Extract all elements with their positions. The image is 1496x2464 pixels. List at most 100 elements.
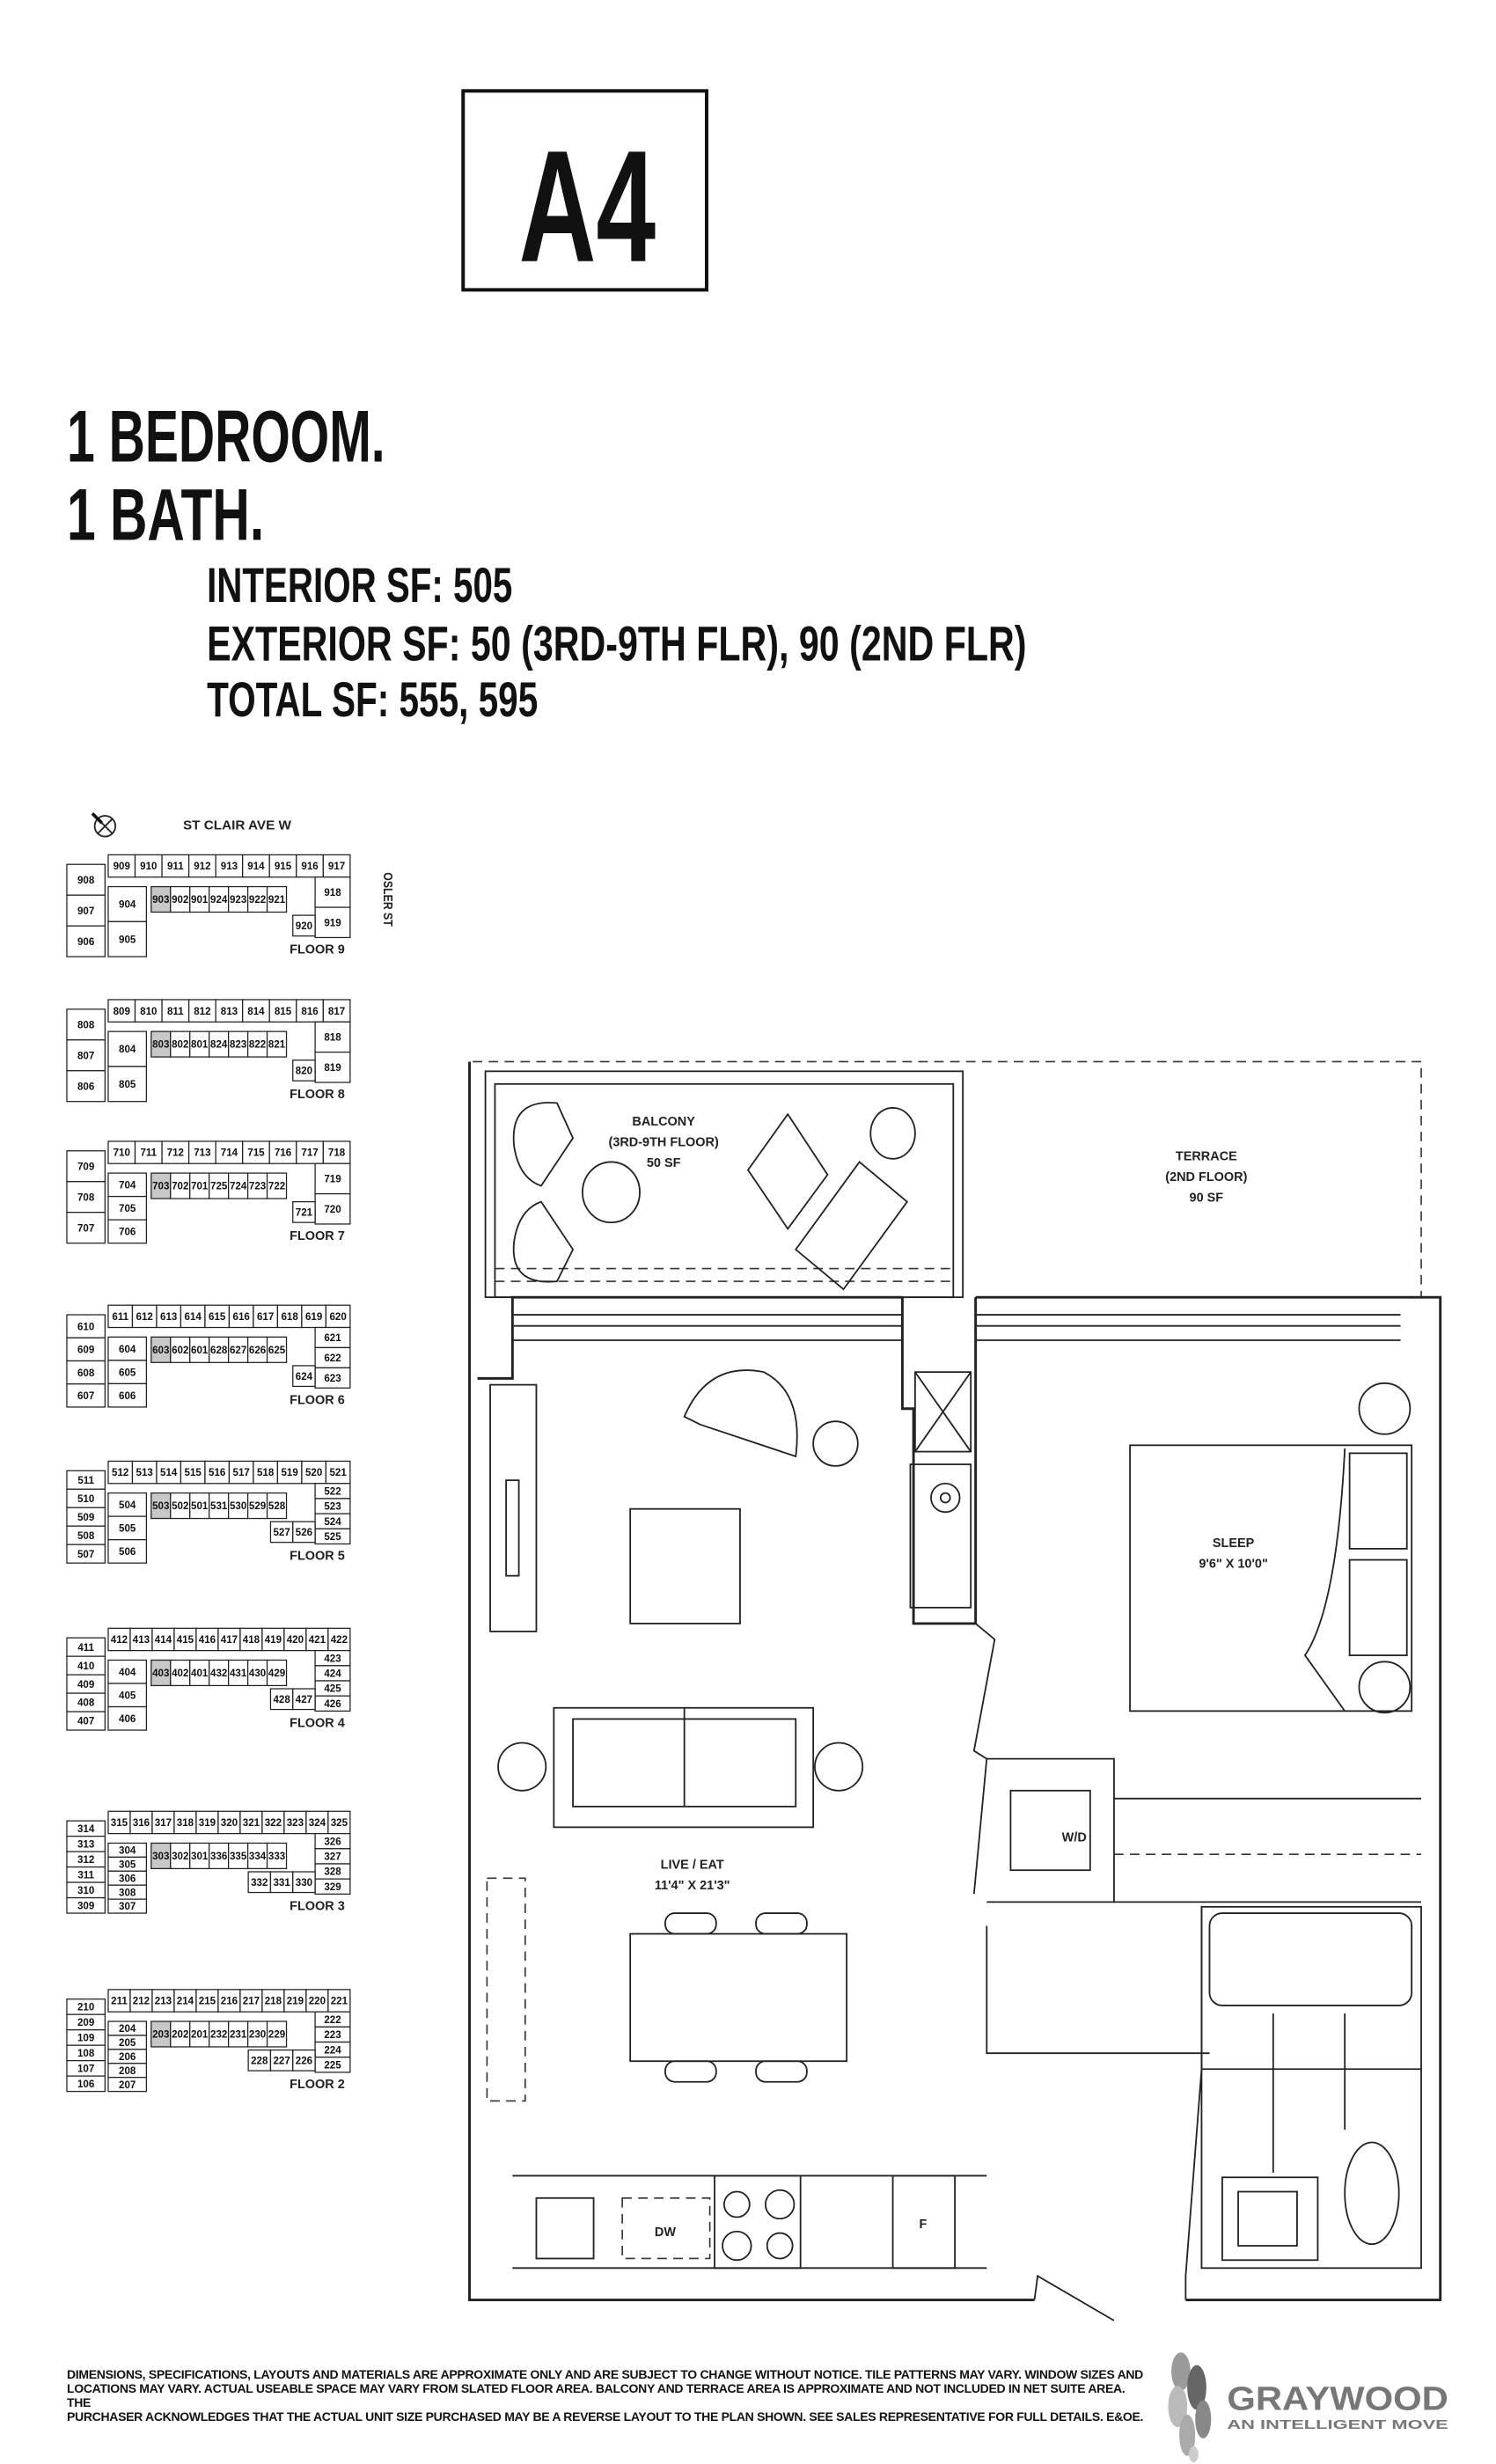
unit-number: 711 [140,1148,157,1159]
unit-number: 705 [119,1204,136,1214]
keyplan-unit [66,894,106,927]
keyplan-unit [173,1627,197,1652]
keyplan-unit [266,1659,288,1687]
unit-number: 218 [265,1997,282,2007]
unit-number: 202 [172,2030,188,2041]
unit-number: 824 [210,1040,228,1051]
unit-number: 514 [160,1468,178,1478]
unit-number: 808 [77,1020,95,1030]
keyplan-unit [173,1810,197,1835]
unit-number: 432 [210,1668,227,1679]
unit-number: 419 [265,1635,282,1646]
unit-number: 625 [268,1346,286,1356]
bath-count: 1 BATH. [67,473,264,555]
unit-number: 309 [77,1901,94,1911]
keyplan-unit [107,999,136,1023]
unit-number: 506 [119,1547,136,1558]
live-eat-label: LIVE / EAT [661,1858,724,1872]
bedroom-count: 1 BEDROOM. [67,396,385,478]
unit-number: 917 [328,862,345,872]
keyplan-unit [242,1140,270,1164]
unit-number: 315 [111,1818,128,1829]
dishwasher-label: DW [655,2226,676,2240]
unit-number: 305 [119,1860,136,1871]
unit-number: 311 [77,1870,94,1881]
terrace-floors: (2ND FLOOR) [1165,1170,1247,1184]
keyplan-unit [301,1460,327,1485]
keyplan-unit [66,863,106,896]
keyplan-unit [292,1688,316,1711]
keyplan-unit [204,1304,231,1329]
unit-number: 410 [77,1661,94,1672]
unit-number: 612 [136,1312,153,1323]
unit-number: 620 [329,1312,346,1323]
keyplan-unit [66,1070,106,1103]
unit-number: 304 [119,1846,136,1857]
unit-number: 231 [230,2030,247,2041]
unit-number: 212 [133,1997,150,2007]
armchair-icon [683,1369,798,1458]
balcony-label: BALCONY [632,1115,695,1129]
unit-number: 210 [77,2003,94,2013]
unit-number: 108 [77,2049,95,2059]
unit-number: 109 [77,2034,94,2044]
keyplan-unit [314,1021,351,1053]
unit-number: 411 [77,1643,94,1654]
unit-number: 214 [177,1997,194,2007]
keyplan-unit [292,1871,316,1894]
unit-number: 813 [221,1007,238,1017]
unit-number: 331 [273,1878,290,1888]
keyplan-unit [107,1219,148,1244]
unit-number: 621 [324,1333,341,1344]
unit-number: 310 [77,1886,94,1896]
unit-number: 510 [77,1494,94,1505]
unit-number: 530 [230,1501,246,1512]
unit-number: 107 [77,2064,94,2075]
unit-number: 912 [194,862,210,872]
unit-number: 226 [296,2056,313,2066]
unit-number: 229 [268,2030,285,2041]
unit-number: 330 [296,1878,312,1888]
lounge-chair-icon [512,1102,575,1187]
unit-number: 610 [77,1322,94,1332]
keyplan-unit [204,1460,231,1485]
unit-number: 907 [77,906,94,917]
unit-number: 616 [233,1312,251,1323]
keyplan-unit [161,854,190,878]
unit-number: 918 [324,888,341,898]
unit-number: 804 [119,1045,136,1055]
unit-number: 525 [324,1532,341,1543]
keyplan-unit [66,1150,106,1183]
unit-number: 823 [230,1040,247,1051]
floor-label: FLOOR 4 [290,1716,345,1730]
unit-number: 232 [210,2030,227,2041]
unit-number: 802 [172,1040,188,1051]
unit-number: 220 [309,1997,326,2007]
balcony-area: 50 SF [647,1156,681,1170]
unit-number: 227 [273,2056,290,2066]
keyplan-unit [266,2020,288,2048]
unit-number: 704 [119,1181,136,1192]
unit-number: 335 [230,1852,247,1862]
sleep-dims: 9'6" X 10'0" [1199,1558,1267,1572]
keyplan-unit [161,999,190,1023]
bathtub-icon [1208,1912,1413,2006]
unit-number: 334 [249,1852,267,1862]
unit-number: 706 [119,1228,136,1238]
keyplan-unit [296,999,324,1023]
keyplan-unit [107,1898,148,1914]
balcony: BALCONY (3RD-9TH FLOOR) 50 SF [484,1070,964,1299]
unit-number: 626 [249,1346,267,1356]
unit-number: 916 [301,862,319,872]
unit-number: 713 [194,1148,211,1159]
unit-number: 529 [249,1501,266,1512]
unit-number: 527 [273,1528,290,1538]
keyplan-unit [239,1810,263,1835]
brand-name: GRAYWOOD [1227,2380,1448,2417]
keyplan-unit [131,1304,158,1329]
keyplan-unit [266,1842,288,1870]
keyplan-unit [107,2077,148,2093]
unit-number: 319 [199,1818,216,1829]
